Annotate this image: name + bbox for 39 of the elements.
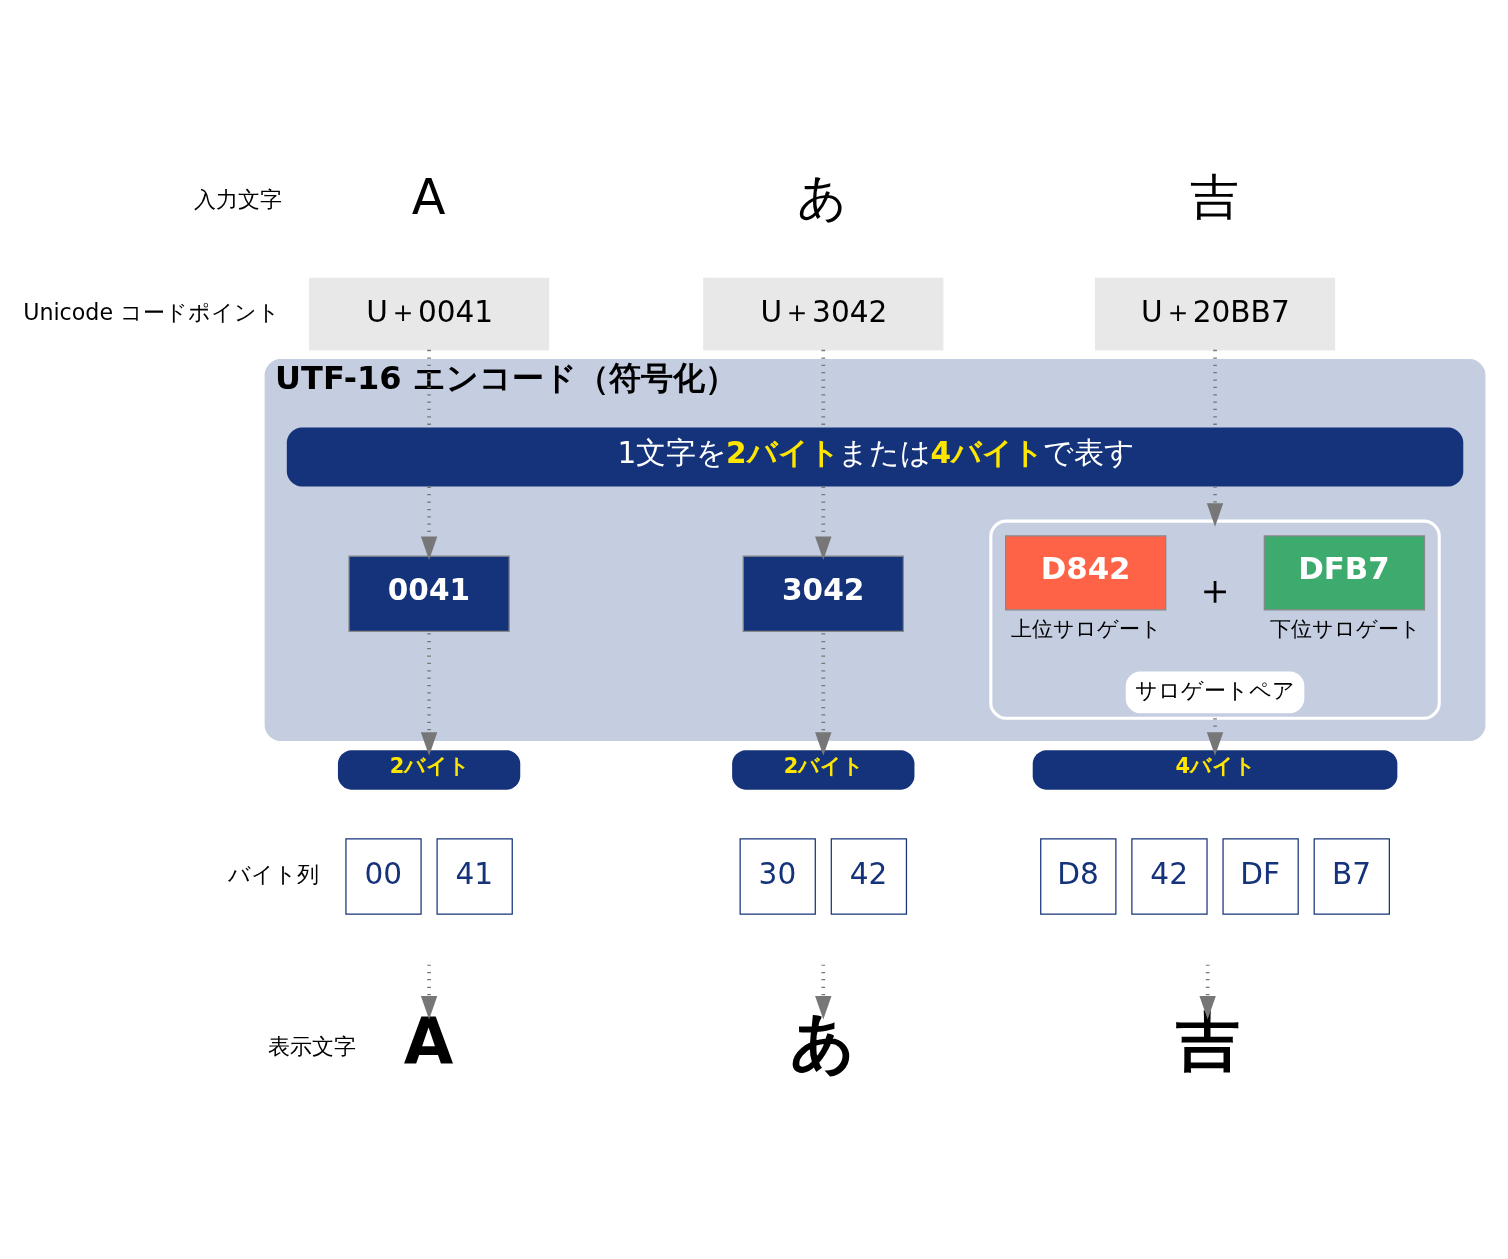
node-box: U＋20BB7 [1094, 277, 1336, 351]
node-box: 2バイト [732, 750, 915, 790]
node-label: 上位サロゲート [1011, 616, 1163, 641]
node-text: あ [790, 1004, 857, 1079]
node-text: 吉 [1190, 168, 1240, 227]
arrow [1199, 964, 1216, 1020]
node-box: DF [1222, 838, 1299, 915]
label: 表示文字 [268, 1033, 357, 1060]
node-box: 4バイト [1032, 750, 1398, 790]
label: バイト列 [227, 860, 319, 887]
arrow [420, 633, 438, 756]
node-text: あ [797, 168, 848, 227]
arrow [815, 964, 832, 1020]
node-box: B7 [1313, 838, 1390, 915]
arrow [420, 964, 438, 1020]
node-box: 42 [830, 838, 908, 915]
node-box: 00 [345, 838, 422, 915]
arrow [420, 486, 438, 560]
arrow [815, 486, 832, 560]
label: 入力文字 [194, 186, 283, 213]
node-box: 0041 [348, 555, 510, 632]
node-text: A [411, 168, 446, 227]
node-box: 2バイト [337, 750, 521, 790]
node-box: U＋0041 [308, 277, 550, 351]
node-box: 41 [436, 838, 513, 915]
node-box: 42 [1131, 838, 1208, 915]
label: ＋ [1194, 565, 1237, 615]
node-text: A [403, 1004, 454, 1079]
connector [821, 349, 826, 427]
node-text: 吉 [1175, 1004, 1240, 1079]
node-box: D8 [1040, 838, 1117, 915]
label: Unicode コードポイント [23, 298, 281, 325]
node-box: 3042 [742, 555, 904, 632]
node-box: U＋3042 [703, 277, 944, 351]
node-label: 下位サロゲート [1269, 616, 1421, 641]
arrow [1206, 486, 1224, 527]
node-box: 30 [739, 838, 816, 915]
node-box: 1文字を2バイトまたは4バイトで表す [286, 427, 1464, 487]
arrow [815, 633, 832, 756]
